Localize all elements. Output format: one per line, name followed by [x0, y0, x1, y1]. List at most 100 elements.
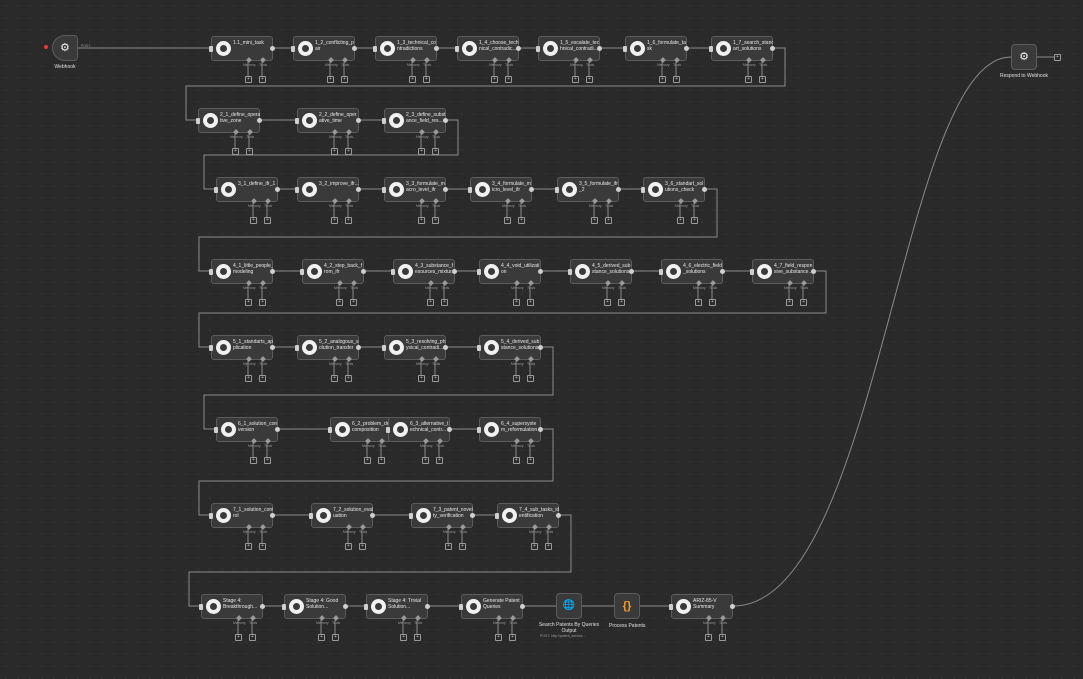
memory-connector[interactable]: [328, 57, 334, 63]
tools-connector[interactable]: [460, 524, 466, 530]
tools-connector[interactable]: [379, 438, 385, 444]
memory-connector[interactable]: [419, 356, 425, 362]
tools-connector[interactable]: [260, 280, 266, 286]
add-tool-button[interactable]: +: [527, 299, 534, 306]
add-memory-button[interactable]: +: [245, 299, 252, 306]
agent-node-1-5-escalate-tec-hnical-contradi[interactable]: 1_5_escalate_tec hnical_contradi...Memor…: [536, 36, 602, 67]
output-handle[interactable]: [447, 427, 452, 432]
memory-connector[interactable]: [496, 615, 502, 621]
add-memory-button[interactable]: +: [400, 634, 407, 641]
add-tool-button[interactable]: +: [432, 148, 439, 155]
output-handle[interactable]: [629, 269, 634, 274]
memory-connector[interactable]: [332, 356, 338, 362]
add-tool-button[interactable]: +: [719, 634, 726, 641]
add-tool-button[interactable]: +: [249, 634, 256, 641]
add-memory-button[interactable]: +: [418, 217, 425, 224]
add-tool-button[interactable]: +: [527, 375, 534, 382]
add-memory-button[interactable]: +: [745, 76, 752, 83]
add-tool-button[interactable]: +: [527, 457, 534, 464]
input-handle[interactable]: [199, 604, 203, 610]
add-tool-button[interactable]: +: [432, 217, 439, 224]
add-memory-button[interactable]: +: [504, 217, 511, 224]
output-handle[interactable]: [352, 46, 357, 51]
input-handle[interactable]: [455, 46, 459, 52]
output-handle[interactable]: [356, 187, 361, 192]
tools-connector[interactable]: [333, 615, 339, 621]
input-handle[interactable]: [382, 345, 386, 351]
add-tool-button[interactable]: +: [359, 543, 366, 550]
tools-connector[interactable]: [801, 280, 807, 286]
tools-connector[interactable]: [710, 280, 716, 286]
add-memory-button[interactable]: +: [491, 76, 498, 83]
add-tool-button[interactable]: +: [545, 543, 552, 550]
add-tool-button[interactable]: +: [264, 457, 271, 464]
tools-connector[interactable]: [587, 57, 593, 63]
memory-connector[interactable]: [251, 438, 257, 444]
memory-connector[interactable]: [446, 524, 452, 530]
input-handle[interactable]: [209, 46, 213, 52]
input-handle[interactable]: [669, 604, 673, 610]
tools-connector[interactable]: [247, 129, 253, 135]
input-handle[interactable]: [709, 46, 713, 52]
tools-connector[interactable]: [424, 57, 430, 63]
output-handle[interactable]: [270, 269, 275, 274]
tools-connector[interactable]: [260, 356, 266, 362]
input-handle[interactable]: [214, 187, 218, 193]
memory-connector[interactable]: [592, 198, 598, 204]
input-handle[interactable]: [391, 269, 395, 275]
add-memory-button[interactable]: +: [604, 299, 611, 306]
add-tool-button[interactable]: +: [259, 76, 266, 83]
tools-connector[interactable]: [506, 57, 512, 63]
add-tool-button[interactable]: +: [459, 543, 466, 550]
add-memory-button[interactable]: +: [677, 217, 684, 224]
output-handle[interactable]: [597, 46, 602, 51]
memory-connector[interactable]: [514, 280, 520, 286]
add-memory-button[interactable]: +: [659, 76, 666, 83]
add-tool-button[interactable]: +: [264, 217, 271, 224]
add-memory-button[interactable]: +: [245, 543, 252, 550]
input-handle[interactable]: [568, 269, 572, 275]
output-handle[interactable]: [257, 118, 262, 123]
input-handle[interactable]: [300, 269, 304, 275]
add-tool-button[interactable]: +: [345, 375, 352, 382]
input-handle[interactable]: [623, 46, 627, 52]
memory-connector[interactable]: [410, 57, 416, 63]
tools-connector[interactable]: [360, 524, 366, 530]
tools-connector[interactable]: [674, 57, 680, 63]
tools-connector[interactable]: [528, 356, 534, 362]
input-handle[interactable]: [328, 427, 332, 433]
input-handle[interactable]: [459, 604, 463, 610]
memory-connector[interactable]: [419, 129, 425, 135]
output-handle[interactable]: [516, 46, 521, 51]
tools-connector[interactable]: [437, 438, 443, 444]
output-handle[interactable]: [275, 427, 280, 432]
memory-connector[interactable]: [419, 198, 425, 204]
input-handle[interactable]: [373, 46, 377, 52]
input-handle[interactable]: [750, 269, 754, 275]
output-handle[interactable]: [470, 513, 475, 518]
tools-connector[interactable]: [528, 438, 534, 444]
add-tool-button[interactable]: +: [332, 634, 339, 641]
add-memory-button[interactable]: +: [572, 76, 579, 83]
add-memory-button[interactable]: +: [250, 457, 257, 464]
add-memory-button[interactable]: +: [513, 457, 520, 464]
input-handle[interactable]: [282, 604, 286, 610]
agent-node-5-3-resolving-ph-ysical-contradi[interactable]: 5_3_resolving_ph ysical_contradi...Memor…: [382, 335, 448, 366]
output-handle[interactable]: [434, 46, 439, 51]
